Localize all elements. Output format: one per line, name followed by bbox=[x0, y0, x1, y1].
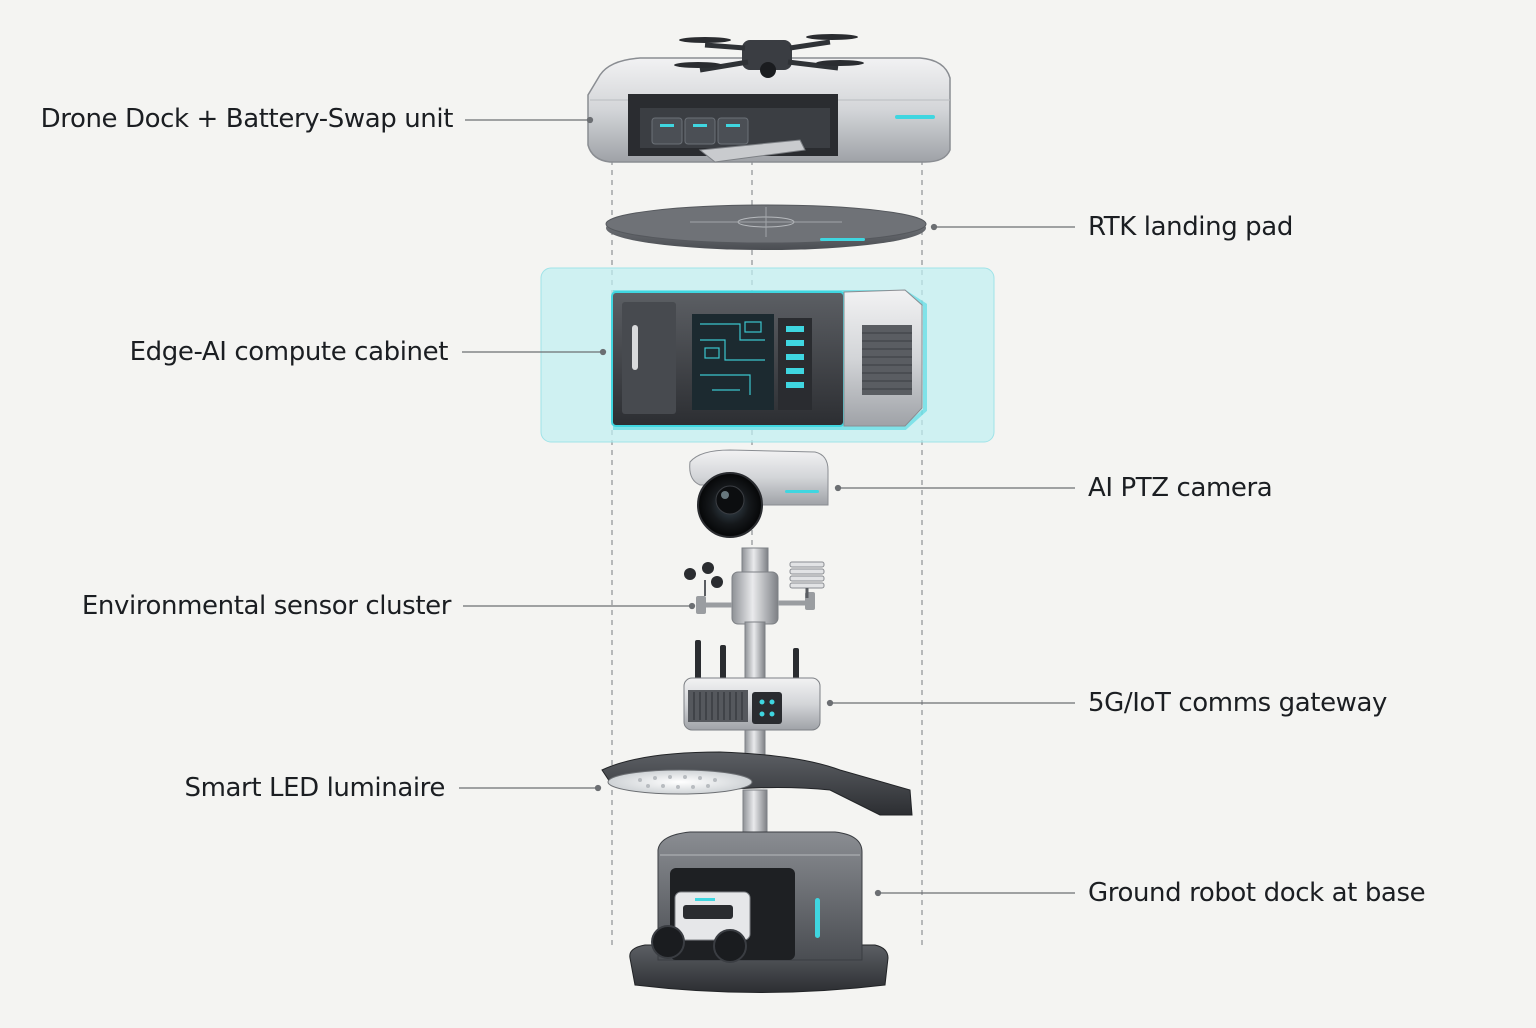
leader-lines bbox=[459, 116, 1075, 897]
edge-ai-cabinet-illustration bbox=[540, 267, 995, 443]
label-led-luminaire: Smart LED luminaire bbox=[184, 773, 445, 803]
environmental-sensor-illustration bbox=[684, 547, 825, 683]
label-robot-dock: Ground robot dock at base bbox=[1088, 878, 1426, 908]
label-edge-ai-cabinet: Edge-AI compute cabinet bbox=[129, 337, 449, 367]
ptz-camera-illustration bbox=[689, 449, 829, 538]
led-luminaire-illustration bbox=[601, 751, 913, 841]
label-drone-dock: Drone Dock + Battery-Swap unit bbox=[40, 104, 454, 134]
label-ptz-camera: AI PTZ camera bbox=[1088, 473, 1273, 503]
label-rtk-landing-pad: RTK landing pad bbox=[1088, 212, 1293, 242]
robot-dock-illustration bbox=[629, 831, 889, 993]
rtk-landing-pad-illustration bbox=[605, 204, 927, 250]
drone-dock-illustration bbox=[587, 34, 951, 163]
label-gateway: 5G/IoT comms gateway bbox=[1088, 688, 1388, 718]
label-environmental-sensor: Environmental sensor cluster bbox=[81, 591, 451, 621]
drone-on-dock bbox=[674, 34, 864, 78]
